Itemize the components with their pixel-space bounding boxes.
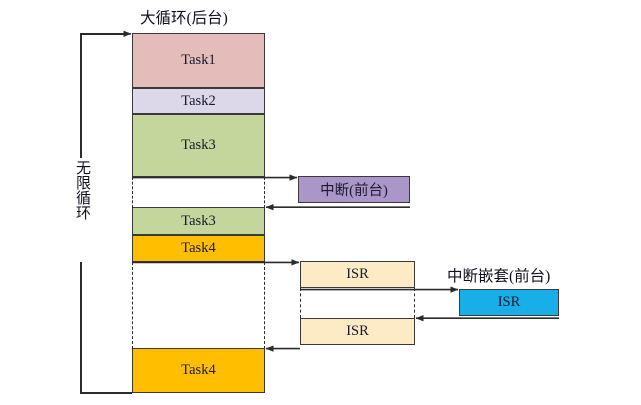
isr-block-first: ISR — [300, 261, 415, 288]
task-block-task3-resume: Task3 — [132, 207, 265, 235]
nested-isr-block: ISR — [459, 289, 559, 316]
task-suspend-rail-left-1 — [132, 177, 133, 208]
title-nested-interrupt: 中断嵌套(前台) — [447, 268, 551, 285]
loop-label: 无限循环 — [74, 160, 90, 220]
loop-label-mask — [72, 158, 90, 262]
interrupt-block: 中断(前台) — [298, 176, 410, 203]
isr-block-resume: ISR — [300, 318, 415, 345]
task-block-task4-first: Task4 — [132, 235, 265, 262]
task-suspend-rail-left-2 — [132, 262, 133, 349]
task-suspend-rail-right-2 — [264, 262, 265, 349]
task-block-task3-first: Task3 — [132, 114, 265, 177]
title-main-loop: 大循环(后台) — [140, 10, 228, 27]
isr-suspend-rail-left — [300, 288, 301, 318]
task-block-task4-resume: Task4 — [132, 348, 265, 393]
task-block-task1: Task1 — [132, 33, 265, 88]
task-block-task2: Task2 — [132, 88, 265, 114]
loop-bracket-bottom — [80, 392, 132, 394]
task-suspend-rail-right-1 — [264, 177, 265, 208]
isr-suspend-rail-right — [414, 288, 415, 318]
